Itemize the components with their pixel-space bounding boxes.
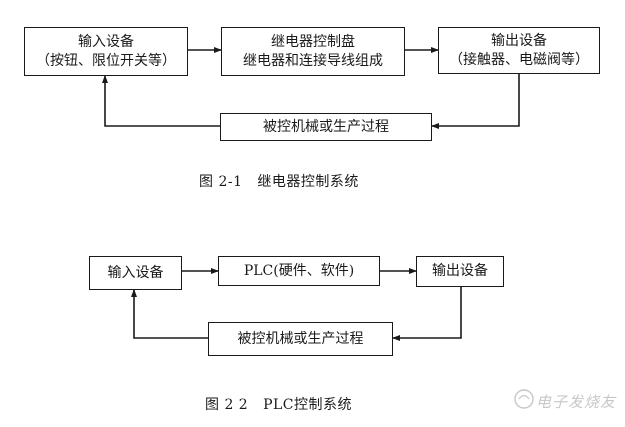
output-device-box-2: 输出设备 [416, 256, 504, 287]
relay-panel-description: 继电器和连接导线组成 [243, 52, 383, 69]
relay-panel-title: 继电器控制盘 [271, 33, 355, 50]
controlled-process-box-2: 被控机械或生产过程 [208, 322, 393, 356]
figure-caption-2-1: 图 2-1 继电器控制系统 [199, 174, 359, 190]
controlled-process-label: 被控机械或生产过程 [263, 118, 389, 135]
output-device-box: 输出设备 （接触器、电磁阀等） [438, 27, 600, 74]
relay-control-panel-box: 继电器控制盘 继电器和连接导线组成 [221, 27, 405, 76]
feedback-output-to-plant [431, 74, 520, 129]
controlled-process-box: 被控机械或生产过程 [220, 113, 432, 141]
watermark-text: 电子发烧友 [536, 393, 617, 411]
watermark-swoosh-icon [514, 389, 534, 409]
plc-label: PLC(硬件、软件) [243, 262, 355, 279]
output-device-title: 输出设备 [491, 32, 547, 49]
figure-caption-2-2: 图 2 2 PLC控制系统 [205, 397, 352, 413]
watermark-logo: 电子发烧友 [512, 385, 622, 425]
input-device-examples: （按钮、限位开关等） [36, 52, 176, 69]
input-device-label-2: 输入设备 [107, 264, 164, 281]
output-device-examples: （接触器、电磁阀等） [449, 51, 589, 68]
output-device-label-2: 输出设备 [432, 263, 488, 280]
input-device-title: 输入设备 [78, 33, 134, 50]
input-device-box: 输入设备 （按钮、限位开关等） [24, 27, 188, 76]
plc-box: PLC(硬件、软件) [218, 256, 380, 286]
feedback-output-to-plant-2 [392, 287, 462, 341]
feedback-plant-to-input-2 [131, 289, 208, 339]
feedback-plant-to-input [102, 75, 220, 127]
input-device-box-2: 输入设备 [89, 256, 182, 290]
controlled-process-label-2: 被控机械或生产过程 [237, 330, 364, 347]
